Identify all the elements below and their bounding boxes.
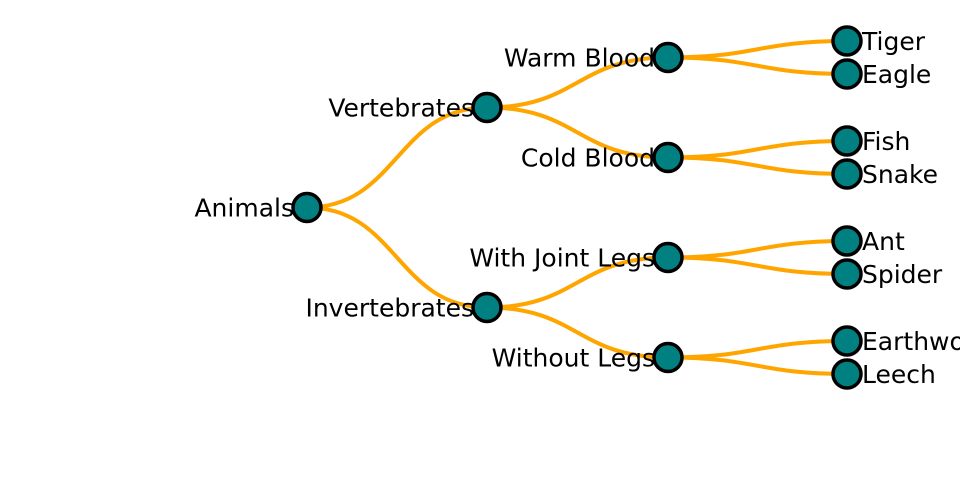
node-label: Snake (862, 160, 938, 189)
node-label: Vertebrates (328, 94, 474, 123)
node-circle[interactable] (831, 225, 863, 257)
node-label: Earthworm (862, 327, 960, 356)
node-label: Tiger (861, 27, 926, 56)
node-circle[interactable] (652, 141, 684, 174)
tree-node[interactable]: Warm Blood (504, 41, 684, 74)
link (306, 205, 488, 310)
tree-node[interactable]: Leech (831, 358, 936, 390)
tree-node[interactable]: Fish (831, 125, 910, 157)
node-circle[interactable] (652, 341, 684, 374)
link (667, 55, 848, 76)
node-circle[interactable] (471, 91, 503, 124)
node-circle[interactable] (831, 58, 863, 90)
node-label: Invertebrates (305, 294, 474, 323)
tree-node[interactable]: Eagle (831, 58, 931, 90)
link (667, 255, 848, 276)
node-label: Leech (862, 360, 936, 389)
node-label: Ant (862, 227, 905, 256)
tree-node[interactable]: Without Legs (492, 341, 684, 374)
node-circle[interactable] (652, 241, 684, 274)
node-label: Cold Blood (521, 144, 655, 173)
tree-node[interactable]: Tiger (831, 25, 926, 57)
tree-node[interactable]: With Joint Legs (469, 241, 684, 274)
link (486, 305, 669, 360)
nodes: Animals Vertebrates Warm Blood TigerEagleCo… (194, 25, 960, 390)
node-circle[interactable] (652, 41, 684, 74)
link (667, 39, 848, 60)
node-circle[interactable] (831, 325, 863, 357)
link (667, 139, 848, 160)
tree-node[interactable]: Cold Blood (521, 141, 684, 174)
tree-node[interactable]: Animals (194, 191, 323, 224)
node-circle[interactable] (831, 158, 863, 190)
node-label: Without Legs (492, 344, 655, 373)
tree-node[interactable]: Ant (831, 225, 905, 257)
node-circle[interactable] (831, 125, 863, 157)
node-circle[interactable] (291, 191, 323, 224)
tree-node[interactable]: Vertebrates (328, 91, 503, 124)
link (667, 239, 848, 260)
tree-node[interactable]: Earthworm (831, 325, 960, 357)
node-label: Warm Blood (504, 44, 655, 73)
tree-node[interactable]: Snake (831, 158, 938, 190)
node-label: Spider (862, 260, 943, 289)
links (306, 39, 848, 376)
link (486, 105, 669, 160)
node-label: Eagle (862, 60, 931, 89)
node-label: Fish (862, 127, 910, 156)
node-circle[interactable] (471, 291, 503, 324)
link (486, 255, 669, 310)
tree-node[interactable]: Spider (831, 258, 943, 290)
link (486, 55, 669, 110)
link (667, 339, 848, 360)
node-circle[interactable] (831, 358, 863, 390)
tree-node[interactable]: Invertebrates (305, 291, 503, 324)
link (667, 155, 848, 176)
node-circle[interactable] (831, 258, 863, 290)
link (667, 355, 848, 376)
node-circle[interactable] (831, 25, 863, 57)
node-label: With Joint Legs (469, 244, 655, 273)
node-label: Animals (194, 194, 294, 223)
link (306, 105, 488, 210)
